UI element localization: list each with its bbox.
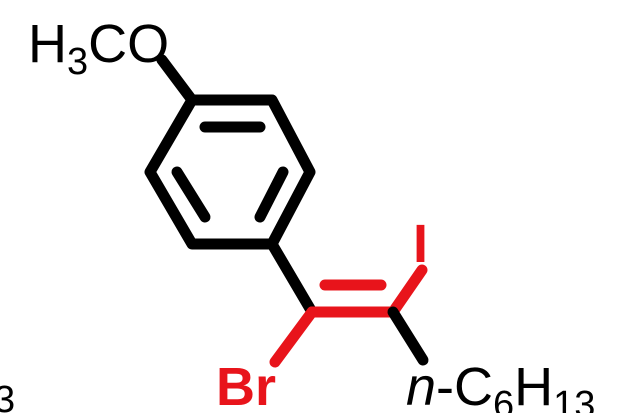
methoxy-sub-3: 3 bbox=[67, 41, 88, 83]
bond-c-i bbox=[387, 264, 428, 318]
hexyl-prefix: n bbox=[406, 357, 436, 413]
fragment-label: 3 bbox=[0, 379, 15, 413]
bond-c-br bbox=[269, 306, 318, 368]
ring-inner-bond-left bbox=[171, 166, 211, 223]
bond-c-hexyl bbox=[387, 306, 429, 366]
bond-o-ring bbox=[156, 54, 198, 106]
ring-inner-bond-right bbox=[254, 166, 289, 223]
hexyl-sub-6: 6 bbox=[493, 384, 514, 413]
hexyl-label: n-C6H13 bbox=[406, 357, 595, 413]
methoxy-h: H bbox=[28, 14, 67, 74]
hexyl-h: H bbox=[514, 357, 553, 413]
hexyl-dash-c: -C bbox=[436, 357, 493, 413]
hexyl-sub-13: 13 bbox=[553, 384, 595, 413]
methoxy-co: CO bbox=[88, 14, 169, 74]
bond-ring-vinyl bbox=[266, 238, 318, 318]
bromo-label: Br bbox=[216, 357, 276, 413]
methoxy-label: H3CO bbox=[28, 14, 169, 83]
iodo-label: I bbox=[413, 214, 428, 274]
